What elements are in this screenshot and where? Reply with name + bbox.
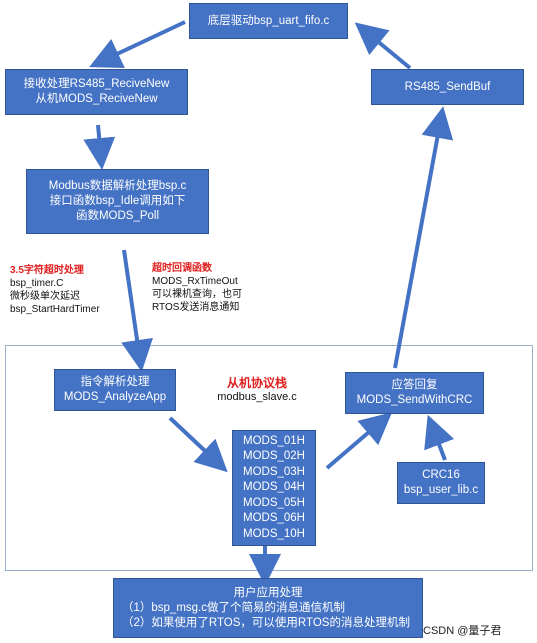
mods-function-item: MODS_02H	[243, 450, 305, 463]
timeout-note: 3.5字符超时处理 bsp_timer.C 微秒级单次延迟 bsp_StartH…	[10, 264, 100, 316]
callback-note-line: RTOS发送消息通知	[152, 302, 240, 313]
crc16-line-1: CRC16	[422, 469, 460, 481]
timeout-note-line: bsp_StartHardTimer	[10, 304, 100, 315]
timeout-note-line: bsp_timer.C	[10, 278, 64, 289]
receive-line-1: 接收处理RS485_ReciveNew	[23, 78, 170, 90]
slave-stack-title: 从机协议栈	[226, 376, 287, 390]
receive-line-2: 从机MODS_ReciveNew	[35, 93, 158, 105]
watermark: CSDN @量子君	[423, 625, 502, 637]
crc16-line-2: bsp_user_lib.c	[403, 484, 479, 496]
mods-function-list: MODS_01H MODS_02H MODS_03H MODS_04H MODS…	[232, 430, 316, 546]
arrow-crc-to-send	[424, 414, 455, 461]
user-app-line-2: （2）如果使用了RTOS，可以使用RTOS的消息处理机制	[122, 616, 410, 629]
send-crc-line-2: MODS_SendWithCRC	[356, 394, 473, 406]
arrow-parse-to-analyze	[121, 249, 153, 372]
modbus-parse-box: Modbus数据解析处理bsp.c 接口函数bsp_Idle调用如下 函数MOD…	[26, 169, 209, 234]
callback-note-title: 超时回调函数	[152, 263, 212, 274]
callback-note: 超时回调函数 MODS_RxTimeOut 可以裸机查询，也可 RTOS发送消息…	[152, 262, 242, 314]
timeout-note-line: 微秒级单次延迟	[10, 291, 80, 302]
analyze-line-2: MODS_AnalyzeApp	[63, 391, 167, 403]
callback-note-line: 可以裸机查询，也可	[152, 289, 242, 300]
receive-box: 接收处理RS485_ReciveNew 从机MODS_ReciveNew	[5, 69, 188, 115]
modbus-parse-line-1: Modbus数据解析处理bsp.c	[48, 180, 187, 192]
arrow-sendbuf-to-uart	[354, 22, 412, 70]
analyze-app-box: 指令解析处理 MODS_AnalyzeApp	[54, 369, 176, 411]
send-crc-line-1: 应答回复	[391, 379, 438, 391]
mods-function-item: MODS_10H	[243, 527, 305, 540]
mods-function-item: MODS_05H	[243, 496, 305, 509]
user-app-box: 用户应用处理 （1）bsp_msg.c做了个简易的消息通信机制 （2）如果使用了…	[113, 578, 423, 638]
slave-stack-file: modbus_slave.c	[217, 391, 297, 403]
arrow-receive-to-parse	[83, 124, 116, 170]
timeout-note-title: 3.5字符超时处理	[10, 265, 84, 276]
arrow-uart-to-receive	[89, 20, 186, 68]
modbus-parse-line-2: 接口函数bsp_Idle调用如下	[49, 195, 186, 207]
arrow-analyze-to-functions	[168, 416, 228, 473]
mods-function-item: MODS_03H	[243, 465, 305, 478]
modbus-parse-line-3: 函数MODS_Poll	[75, 210, 160, 222]
analyze-line-1: 指令解析处理	[80, 376, 150, 388]
mods-function-item: MODS_04H	[243, 481, 305, 494]
mods-function-item: MODS_06H	[243, 512, 305, 525]
arrow-functions-to-send	[325, 412, 393, 470]
callback-note-line: MODS_RxTimeOut	[152, 276, 238, 287]
bsp-uart-fifo-box: 底层驱动bsp_uart_fifo.c	[189, 3, 348, 39]
rs485-sendbuf-label: RS485_SendBuf	[404, 80, 491, 93]
arrow-send-to-sendbuf	[393, 106, 454, 369]
crc16-box: CRC16 bsp_user_lib.c	[397, 462, 485, 504]
mods-function-item: MODS_01H	[243, 434, 305, 447]
user-app-line-1: （1）bsp_msg.c做了个简易的消息通信机制	[122, 601, 346, 614]
send-with-crc-box: 应答回复 MODS_SendWithCRC	[345, 372, 484, 414]
bsp-uart-fifo-label: 底层驱动bsp_uart_fifo.c	[207, 14, 330, 27]
rs485-sendbuf-box: RS485_SendBuf	[371, 69, 524, 105]
user-app-title: 用户应用处理	[233, 586, 303, 599]
